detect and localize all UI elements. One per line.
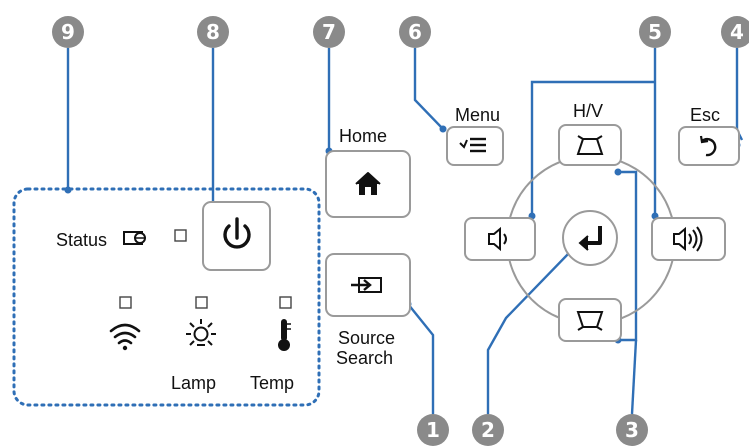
callout-3: 3 xyxy=(616,414,648,446)
menu-button[interactable] xyxy=(446,126,504,166)
keystone-bottom-icon xyxy=(576,311,604,331)
callout-8: 8 xyxy=(197,16,229,48)
source-icon xyxy=(351,277,382,293)
source-label: Source xyxy=(338,328,395,348)
callout-1: 1 xyxy=(417,414,449,446)
wireless-indicator-light xyxy=(119,296,132,309)
status-indicator-light xyxy=(174,229,187,242)
callout-4: 4 xyxy=(721,16,749,48)
air-filter-icon xyxy=(123,231,146,245)
enter-button[interactable] xyxy=(562,210,618,266)
lamp-indicator-light xyxy=(195,296,208,309)
leader-lines xyxy=(64,48,744,415)
svg-text:4: 4 xyxy=(730,20,744,44)
svg-text:6: 6 xyxy=(408,20,422,44)
home-button[interactable] xyxy=(325,150,411,218)
home-label: Home xyxy=(339,126,387,146)
svg-text:1: 1 xyxy=(426,418,440,442)
volume-up-button[interactable] xyxy=(651,217,726,261)
volume-up-icon xyxy=(673,226,703,252)
esc-label: Esc xyxy=(690,105,720,125)
volume-down-button[interactable] xyxy=(464,217,536,261)
power-button[interactable] xyxy=(202,201,271,271)
lamp-icon xyxy=(186,319,216,346)
keystone-bottom-button[interactable] xyxy=(558,298,622,342)
indicator-area xyxy=(12,187,321,407)
power-icon xyxy=(223,217,251,249)
wifi-icon xyxy=(109,323,141,351)
search-label: Search xyxy=(336,348,393,368)
callout-2: 2 xyxy=(472,414,504,446)
menu-icon xyxy=(459,137,486,153)
temp-indicator-light xyxy=(279,296,292,309)
enter-icon xyxy=(578,226,602,251)
callout-5: 5 xyxy=(639,16,671,48)
svg-text:5: 5 xyxy=(648,20,662,44)
status-label: Status xyxy=(56,230,107,250)
svg-text:7: 7 xyxy=(322,20,336,44)
temp-label: Temp xyxy=(250,373,294,393)
home-icon xyxy=(355,172,381,195)
keystone-top-button[interactable] xyxy=(558,124,622,166)
thermometer-icon xyxy=(278,319,291,351)
esc-button[interactable] xyxy=(678,126,740,166)
hv-label: H/V xyxy=(573,101,603,121)
lamp-label: Lamp xyxy=(171,373,216,393)
svg-text:2: 2 xyxy=(481,418,495,442)
svg-text:8: 8 xyxy=(206,20,220,44)
svg-text:9: 9 xyxy=(61,20,75,44)
volume-down-icon xyxy=(488,226,507,252)
source-search-button[interactable] xyxy=(325,253,411,317)
svg-text:3: 3 xyxy=(625,418,639,442)
callout-9: 9 xyxy=(52,16,84,48)
callout-6: 6 xyxy=(399,16,431,48)
keystone-top-icon xyxy=(576,135,604,155)
menu-label: Menu xyxy=(455,105,500,125)
esc-icon xyxy=(699,135,717,157)
callout-7: 7 xyxy=(313,16,345,48)
